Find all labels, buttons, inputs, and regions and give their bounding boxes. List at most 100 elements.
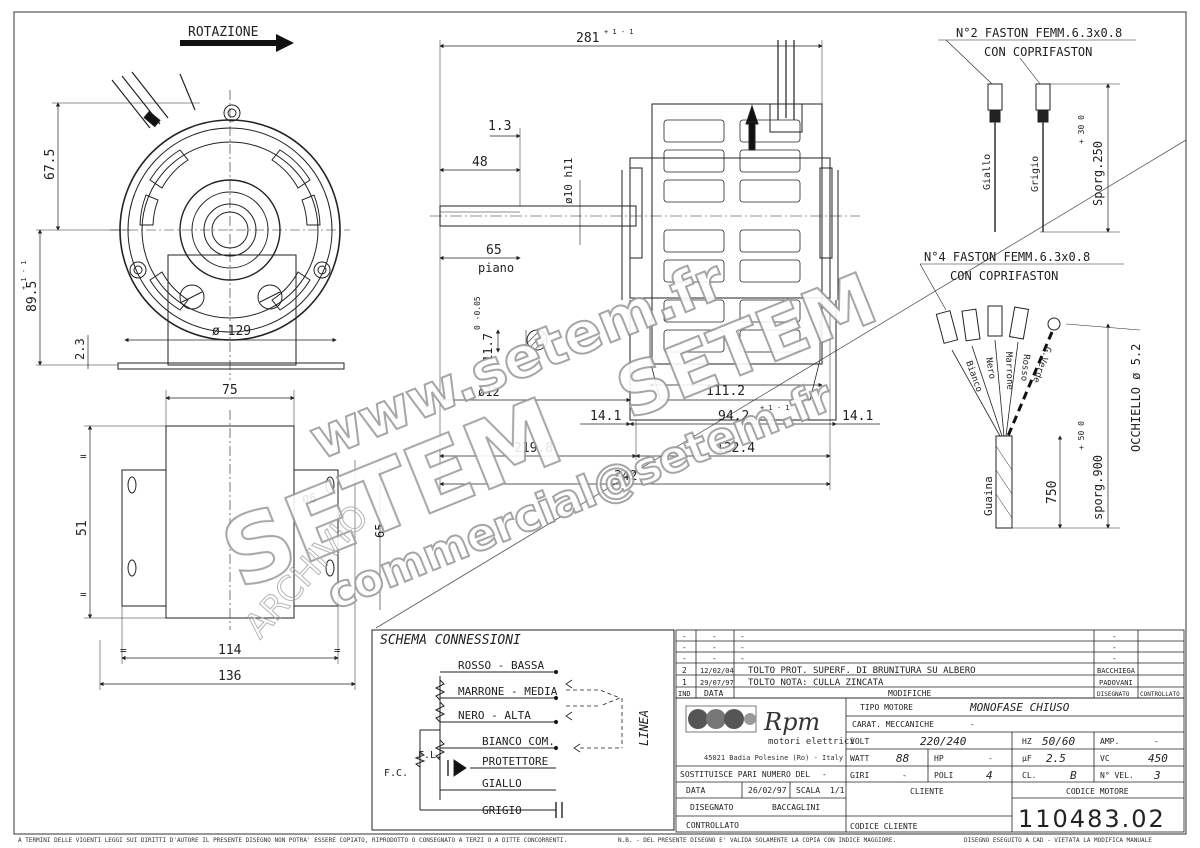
sostituisce-value: - <box>822 770 827 779</box>
rev-text: TOLTO PROT. SUPERF. DI BRUNITURA SU ALBE… <box>748 666 976 676</box>
dim-front-diameter: ø 129 <box>212 324 251 339</box>
amp-label: AMP. <box>1100 737 1119 746</box>
nvel-value: 3 <box>1153 769 1161 782</box>
dim-side-section-tol: 0 -0.05 <box>473 296 482 330</box>
uf-value: 2.5 <box>1046 752 1066 765</box>
faston4-sporg: sporg.900 <box>1091 455 1105 520</box>
codice-motore-value: 110483.02 <box>1018 805 1166 833</box>
rev-text: TOLTO NOTA: CULLA ZINCATA <box>748 678 884 688</box>
watermark: SETEM SETEM www.setem.fr commercial@sete… <box>207 247 889 647</box>
nvel-label: N° VEL. <box>1100 771 1134 780</box>
rev-ind: - <box>682 643 687 652</box>
schema-label-rosso: ROSSO - BASSA <box>458 659 544 672</box>
rev-date: - <box>712 643 717 652</box>
scala-label: SCALA <box>796 786 820 795</box>
faston2-sporg: Sporg.250 <box>1091 141 1105 206</box>
dim-bottom-depth: 51 <box>75 520 90 536</box>
dim-side-piano-label: piano <box>478 261 514 275</box>
faston2-wire-grigio: Grigio <box>1030 156 1041 192</box>
vc-label: VC <box>1100 754 1110 763</box>
uf-label: µF <box>1022 754 1032 763</box>
brand-address: 45021 Badia Polesine (Ro) - Italy <box>704 754 843 762</box>
watt-label: WATT <box>850 754 869 763</box>
brand-name: Rpm <box>763 708 820 736</box>
faston4-wire-rosso: Rosso <box>1018 354 1031 382</box>
faston2-title: N°2 FASTON FEMM.6.3x0.8 <box>956 26 1122 40</box>
faston4-wire-gverde: G.Verde <box>1030 345 1052 384</box>
amp-value: - <box>1154 737 1159 746</box>
schema-frame <box>371 629 675 831</box>
hp-value: - <box>988 754 993 763</box>
faston-2-detail <box>938 39 1136 233</box>
dim-side-14b: 14.1 <box>842 409 873 424</box>
tipo-motore-label: TIPO MOTORE <box>860 703 913 712</box>
faston2-subtitle: CON COPRIFASTON <box>984 45 1092 59</box>
faston4-guaina: Guaina <box>982 476 995 516</box>
rev-text: - <box>740 654 745 663</box>
dim-side-111: 111.2 <box>706 384 745 399</box>
cliente-label: CLIENTE <box>910 787 944 796</box>
poli-label: POLI <box>934 771 953 780</box>
faston4-subtitle: CON COPRIFASTON <box>950 269 1058 283</box>
rev-by: - <box>1112 632 1117 641</box>
front-view <box>36 71 350 380</box>
vc-value: 450 <box>1148 752 1168 765</box>
schema-fc: F.C. <box>384 768 408 779</box>
dim-side-flat: 1.3 <box>488 119 511 134</box>
equal-mark: = <box>80 450 87 463</box>
faston4-sporg-tol: + 50 0 <box>1077 421 1086 450</box>
dim-front-height-full: 89.5 <box>25 281 40 312</box>
carat-label: CARAT. MECCANICHE <box>852 720 934 729</box>
side-view <box>430 40 880 490</box>
schema-linea: LINEA <box>637 710 651 746</box>
rotation-label: ROTAZIONE <box>188 25 258 40</box>
scala-value: 1/1 <box>830 786 845 795</box>
hz-label: HZ <box>1022 737 1032 746</box>
disegnato-label: DISEGNATO <box>690 803 734 812</box>
dim-front-height-top: 67.5 <box>43 149 58 180</box>
giri-value: - <box>902 771 907 780</box>
revisions-rows: - - - - - - - - - - - - 2 12/02/04 TOLTO… <box>678 632 1180 698</box>
brand-subtitle: motori elettrici <box>768 737 855 747</box>
faston4-wire-bianco: Bianco <box>963 360 984 394</box>
data-label: DATA <box>686 786 705 795</box>
rev-date: 29/07/97 <box>700 679 734 687</box>
dim-bottom-hole: ø6 <box>302 491 316 505</box>
volt-value: 220/240 <box>920 735 967 748</box>
rev-date: 12/02/04 <box>700 667 734 675</box>
data-value: 26/02/97 <box>748 786 787 795</box>
rev-date: - <box>712 654 717 663</box>
footer-note: N.B. - DEL PRESENTE DISEGNO E' VALIDA SO… <box>618 837 896 844</box>
schema-label-bianco: BIANCO COM. <box>482 735 555 748</box>
dim-side-overall-tol: + 1 - 1 <box>604 28 634 36</box>
faston4-wire-marrone: Marrone <box>1003 352 1014 390</box>
dim-side-342: 342 <box>614 469 637 484</box>
rev-header-by: DISEGNATO <box>1097 691 1130 698</box>
footer-copyright: A TERMINI DELLE VIGENTI LEGGI SUI DIRITT… <box>18 837 567 844</box>
dim-side-piano-value: 65 <box>486 243 502 258</box>
schema-fl: F.L. <box>418 750 442 761</box>
bottom-view <box>84 390 381 690</box>
codice-motore-label: CODICE MOTORE <box>1066 787 1129 796</box>
dim-side-219: 219.8 <box>514 441 553 456</box>
dim-side-section: 11.7 <box>481 333 495 362</box>
poli-value: 4 <box>986 769 993 782</box>
dim-bottom-outer: 136 <box>218 669 241 684</box>
schema-label-giallo: GIALLO <box>482 777 522 790</box>
equal-mark: = <box>334 644 341 657</box>
equal-mark: = <box>120 644 127 657</box>
rev-by: - <box>1112 654 1117 663</box>
rev-ind: 1 <box>682 678 687 687</box>
faston-4-detail <box>919 263 1141 529</box>
revisions-table <box>675 629 1185 699</box>
arrow-right-icon <box>276 34 294 52</box>
giri-label: GIRI <box>850 771 869 780</box>
tipo-motore-value: MONOFASE CHIUSO <box>969 701 1070 714</box>
watt-value: 88 <box>896 752 910 765</box>
rotation-indicator: ROTAZIONE <box>180 25 294 52</box>
dim-bottom-inner: 114 <box>218 643 242 658</box>
dim-side-d12: ø12 <box>478 385 500 399</box>
title-block-left: SOSTITUISCE PARI NUMERO DEL - DATA 26/02… <box>680 770 845 830</box>
faston4-title: N°4 FASTON FEMM.6.3x0.8 <box>924 250 1090 264</box>
faston4-occhiello: OCCHIELLO ø 5.2 <box>1129 344 1143 452</box>
